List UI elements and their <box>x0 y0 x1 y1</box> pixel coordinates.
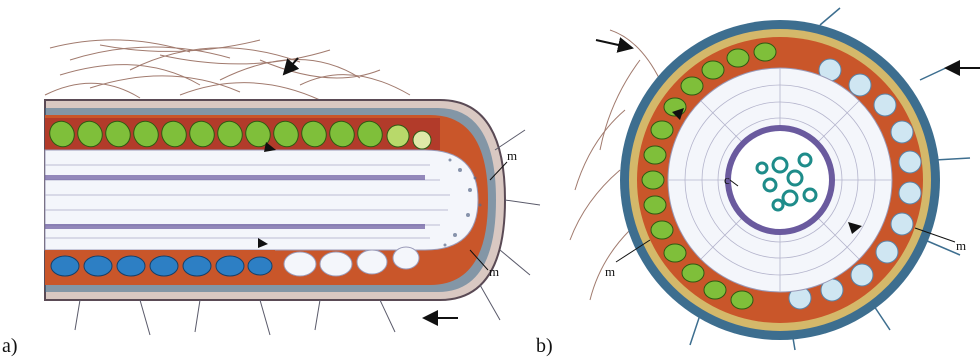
callout-b-m-left: m <box>605 264 615 279</box>
panel-a-longitudinal-section: m m a) <box>2 40 540 357</box>
endodermis-ring <box>728 128 832 232</box>
callout-b-m-right: m <box>956 238 966 253</box>
endodermis-band-top <box>45 175 425 180</box>
callout-a-m1: m <box>507 148 517 163</box>
arrow-b-left <box>596 40 632 48</box>
callout-a-m2: m <box>489 264 499 279</box>
panel-label-b: b) <box>536 335 553 357</box>
root-hairs-top <box>45 40 410 100</box>
panel-b-transverse-section: c m m b) <box>536 8 980 357</box>
endodermis-band-bottom <box>45 224 425 229</box>
callout-b-c: c <box>724 172 730 187</box>
green-cell-row <box>45 117 440 152</box>
panel-label-a: a) <box>2 335 18 357</box>
